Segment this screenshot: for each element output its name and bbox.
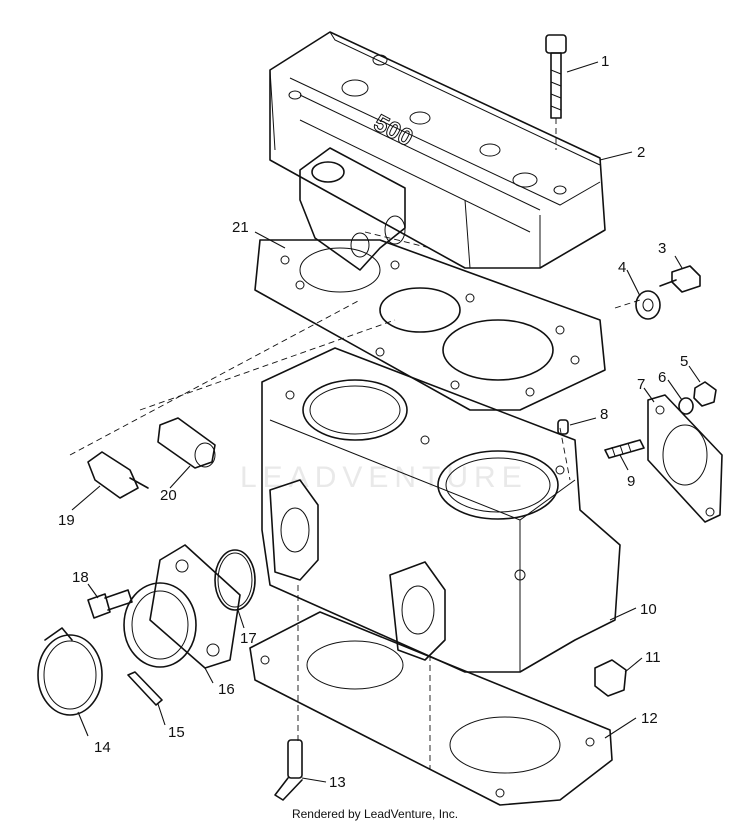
head-bolt xyxy=(545,34,567,150)
callout-1: 1 xyxy=(601,53,609,70)
watermark-text: LEADVENTURE xyxy=(240,461,528,494)
callout-19: 19 xyxy=(58,512,75,529)
callout-15: 15 xyxy=(168,724,185,741)
callout-5: 5 xyxy=(680,353,688,370)
hose-clamp xyxy=(37,627,103,716)
callout-2: 2 xyxy=(637,144,645,161)
elbow-fitting xyxy=(274,739,303,801)
stud xyxy=(604,439,645,459)
callout-20: 20 xyxy=(160,487,177,504)
alignment-lines xyxy=(69,231,641,770)
cap-nut xyxy=(594,659,627,697)
callout-14: 14 xyxy=(94,739,111,756)
head-gasket xyxy=(254,239,606,411)
allen-screw xyxy=(87,589,133,619)
dowel-pin xyxy=(557,419,569,435)
cylinder-block xyxy=(261,347,621,673)
footer-credit: Rendered by LeadVenture, Inc. xyxy=(291,807,459,821)
base-gasket xyxy=(249,611,613,806)
callout-16: 16 xyxy=(218,681,235,698)
exhaust-gasket xyxy=(647,394,723,523)
callout-numbers: 1 2 3 4 5 6 7 8 9 10 11 12 13 14 15 16 1… xyxy=(58,53,688,791)
callout-3: 3 xyxy=(658,240,666,257)
cylinder-head-cover: 500 xyxy=(269,31,606,269)
engraving-text: 500 xyxy=(369,109,417,152)
nut-and-washer xyxy=(678,381,717,415)
washer xyxy=(635,290,661,320)
callout-21: 21 xyxy=(232,219,249,236)
intake-adaptor xyxy=(123,544,241,669)
callout-13: 13 xyxy=(329,774,346,791)
leader-lines xyxy=(71,61,701,783)
sleeve xyxy=(157,417,216,469)
callout-10: 10 xyxy=(640,601,657,618)
small-bolt xyxy=(659,265,701,293)
callout-12: 12 xyxy=(641,710,658,727)
callout-17: 17 xyxy=(240,630,257,647)
callout-11: 11 xyxy=(645,649,661,666)
callout-9: 9 xyxy=(627,473,635,490)
temperature-sender xyxy=(87,451,149,499)
callout-4: 4 xyxy=(618,259,626,276)
callout-18: 18 xyxy=(72,569,89,586)
long-screw xyxy=(127,671,163,706)
callout-8: 8 xyxy=(600,406,608,423)
thermostat-housing xyxy=(299,147,406,271)
o-ring xyxy=(214,549,256,611)
callout-7: 7 xyxy=(637,376,645,393)
callout-6: 6 xyxy=(658,369,666,386)
